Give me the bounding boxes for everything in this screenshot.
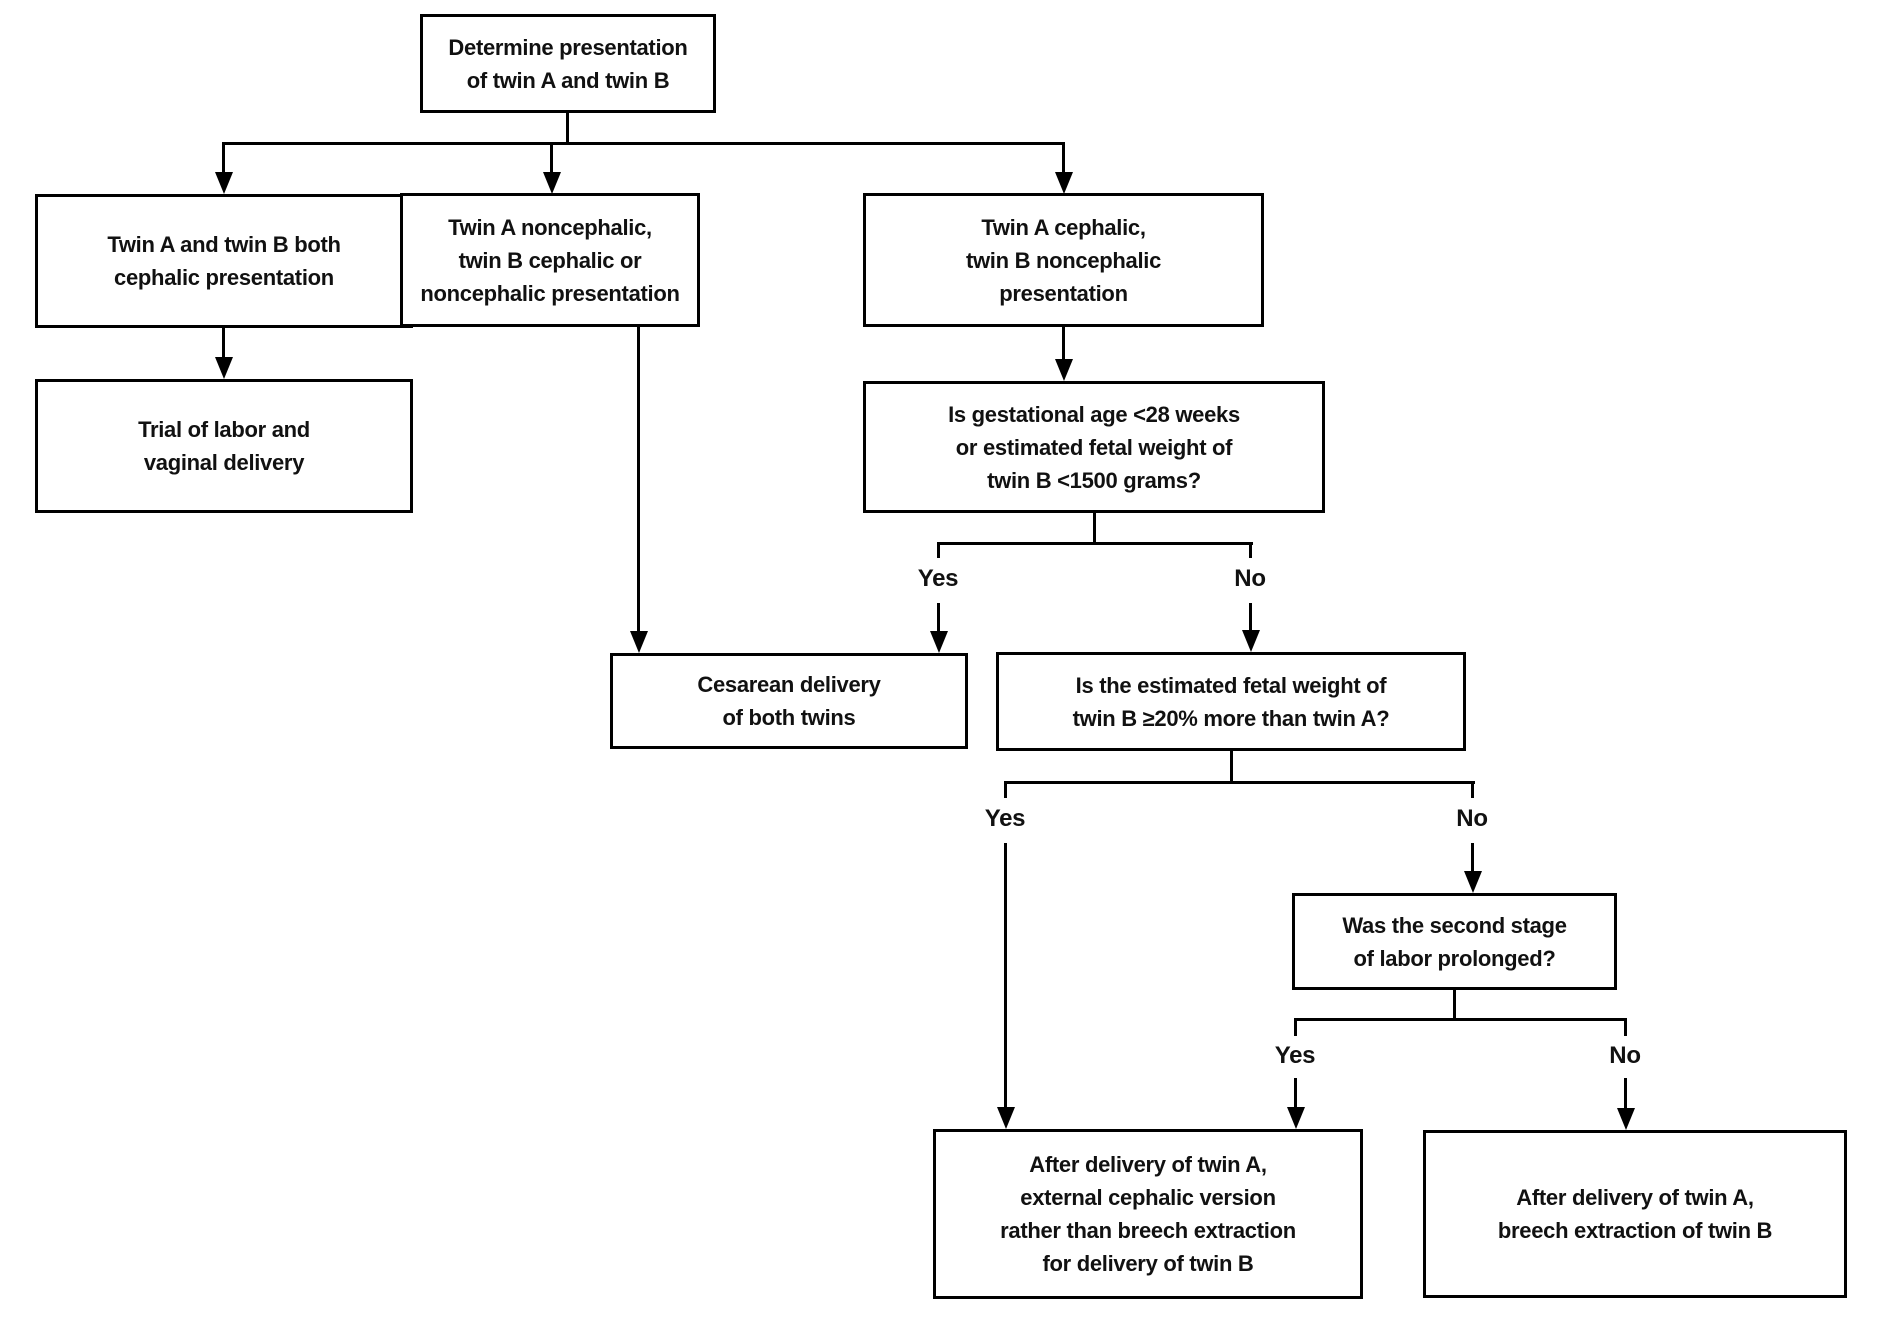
node-text-line: twin B ≥20% more than twin A? [1072,705,1390,731]
node-second-stage-question: Was the second stage of labor prolonged? [1292,893,1617,990]
connector-line [1249,542,1252,558]
node-text-line: rather than breech extraction [1000,1218,1296,1243]
node-text-line: After delivery of twin A, [1029,1152,1267,1177]
connector-line [222,328,225,359]
node-twin-a-noncephalic: Twin A noncephalic, twin B cephalic or non… [400,193,700,327]
node-text-line: Twin A cephalic, [981,214,1146,240]
branch-label-yes: Yes [917,565,959,592]
connector-line [1249,603,1252,632]
arrowhead-down-icon [1242,630,1260,652]
node-text-line: Was the second stage [1342,912,1567,938]
node-text-line: After delivery of twin A, [1516,1185,1754,1210]
node-text-line: Is gestational age <28 weeks [948,401,1240,427]
node-text-line: Determine presentation [448,34,688,60]
node-determine-presentation: Determine presentation of twin A and twin… [420,14,716,113]
node-text-line: Cesarean delivery [697,672,881,697]
node-text-line: twin B noncephalic [965,247,1162,273]
node-twin-a-cephalic: Twin A cephalic, twin B noncephalic presen… [863,193,1264,327]
node-text-line: vaginal delivery [143,450,305,475]
connector-line [1004,843,1007,1109]
node-gestational-age-question: Is gestational age <28 weeks or estimated… [863,381,1325,513]
node-text-line: Is the estimated fetal weight of [1075,672,1387,698]
node-text-line: Twin A noncephalic, [448,214,652,240]
node-text-line: breech extraction of twin B [1497,1218,1773,1243]
node-text-line: of twin A and twin B [466,67,670,93]
node-text-line: Twin A and twin B both [107,232,341,257]
connector-line [937,542,940,558]
node-text-line: of both twins [722,705,856,730]
connector-line [550,142,553,174]
node-text-line: twin B <1500 grams? [987,467,1201,493]
node-text-line: noncephalic presentation [420,280,680,306]
connector-line [566,113,569,144]
node-trial-of-labor: Trial of labor and vaginal delivery [35,379,413,513]
connector-line [937,542,1253,545]
branch-label-no: No [1234,565,1266,592]
branch-label-yes: Yes [1274,1042,1316,1069]
node-efw-20-question: Is the estimated fetal weight of twin B ≥… [996,652,1466,751]
connector-line [1062,327,1065,361]
connector-line [1062,142,1065,174]
node-both-cephalic: Twin A and twin B both cephalic presentat… [35,194,413,328]
node-text-line: Trial of labor and [138,417,310,442]
node-text-line: twin B cephalic or [458,247,642,273]
connector-line [1294,1018,1297,1036]
node-text-line: of labor prolonged? [1353,945,1556,971]
arrowhead-down-icon [1287,1107,1305,1129]
arrowhead-down-icon [215,357,233,379]
arrowhead-down-icon [930,631,948,653]
connector-line [1624,1018,1627,1036]
arrowhead-down-icon [1055,359,1073,381]
arrowhead-down-icon [543,172,561,194]
connector-line [1294,1078,1297,1109]
connector-line [1471,781,1474,798]
connector-line [1471,843,1474,873]
arrowhead-down-icon [997,1107,1015,1129]
connector-line [1624,1078,1627,1110]
node-text-line: external cephalic version [1020,1185,1276,1210]
arrowhead-down-icon [1464,871,1482,893]
node-text-line: cephalic presentation [114,265,334,290]
node-cesarean-delivery: Cesarean delivery of both twins [610,653,968,749]
connector-line [1004,781,1007,798]
connector-line [222,142,225,174]
node-breech-extraction: After delivery of twin A, breech extracti… [1423,1130,1847,1298]
branch-label-no: No [1456,805,1488,832]
node-text-line: for delivery of twin B [1042,1251,1254,1276]
connector-line [222,142,1065,145]
arrowhead-down-icon [215,172,233,194]
arrowhead-down-icon [1617,1108,1635,1130]
arrowhead-down-icon [630,631,648,653]
branch-label-yes: Yes [984,805,1026,832]
node-text-line: or estimated fetal weight of [955,434,1233,460]
connector-line [937,603,940,633]
connector-line [1093,513,1096,544]
node-text-line: presentation [999,280,1128,306]
arrowhead-down-icon [1055,172,1073,194]
connector-line [637,327,640,633]
connector-line [1230,751,1233,784]
connector-line [1004,781,1475,784]
connector-line [1294,1018,1627,1021]
node-external-cephalic-version: After delivery of twin A, external cephal… [933,1129,1363,1299]
connector-line [1453,990,1456,1021]
branch-label-no: No [1609,1042,1641,1069]
